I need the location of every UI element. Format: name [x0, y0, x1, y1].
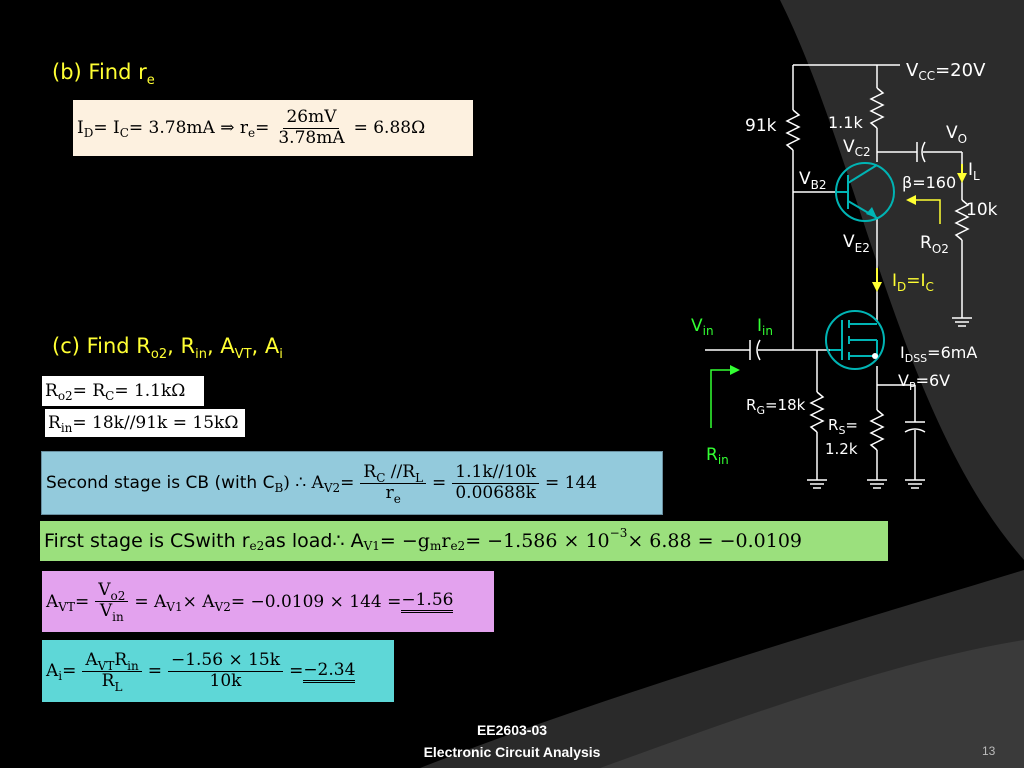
- label-vb2: VB2: [799, 169, 827, 192]
- label-vin: Vin: [691, 316, 714, 338]
- label-vc2: VC2: [843, 137, 871, 159]
- label-id-ic: ID=IC: [892, 271, 934, 294]
- label-rin: Rin: [706, 445, 729, 467]
- footer-course-code: EE2603-03: [476, 722, 548, 738]
- label-vo: VO: [946, 123, 967, 146]
- footer-course-title: Electronic Circuit Analysis: [423, 744, 601, 760]
- label-rs: RS=: [828, 416, 858, 437]
- label-beta: β=160: [902, 173, 956, 192]
- label-rs-value: 1.2k: [825, 440, 858, 458]
- label-1-1k: 1.1k: [828, 113, 863, 132]
- label-10k: 10k: [966, 200, 998, 220]
- label-vcc: VCC=20V: [906, 60, 986, 83]
- heading-find-ro2-rin-avt-ai: (c) Find Ro2, Rin, AVT, Ai: [52, 334, 283, 362]
- label-rg: RG=18k: [746, 396, 806, 417]
- heading-find-re: (b) Find re: [52, 60, 155, 88]
- label-il: IL: [968, 160, 980, 183]
- page-number: 13: [982, 744, 996, 758]
- label-vp: VP=6V: [898, 371, 950, 393]
- label-iin: Iin: [757, 316, 773, 338]
- label-ro2: RO2: [920, 233, 949, 256]
- label-idss: IDSS=6mA: [900, 343, 977, 365]
- label-ve2: VE2: [843, 232, 870, 255]
- label-91k: 91k: [745, 116, 777, 136]
- circuit-diagram: VCC=20V 91k 1.1k VC2 VO IL VB2 β=160 10k…: [691, 60, 998, 489]
